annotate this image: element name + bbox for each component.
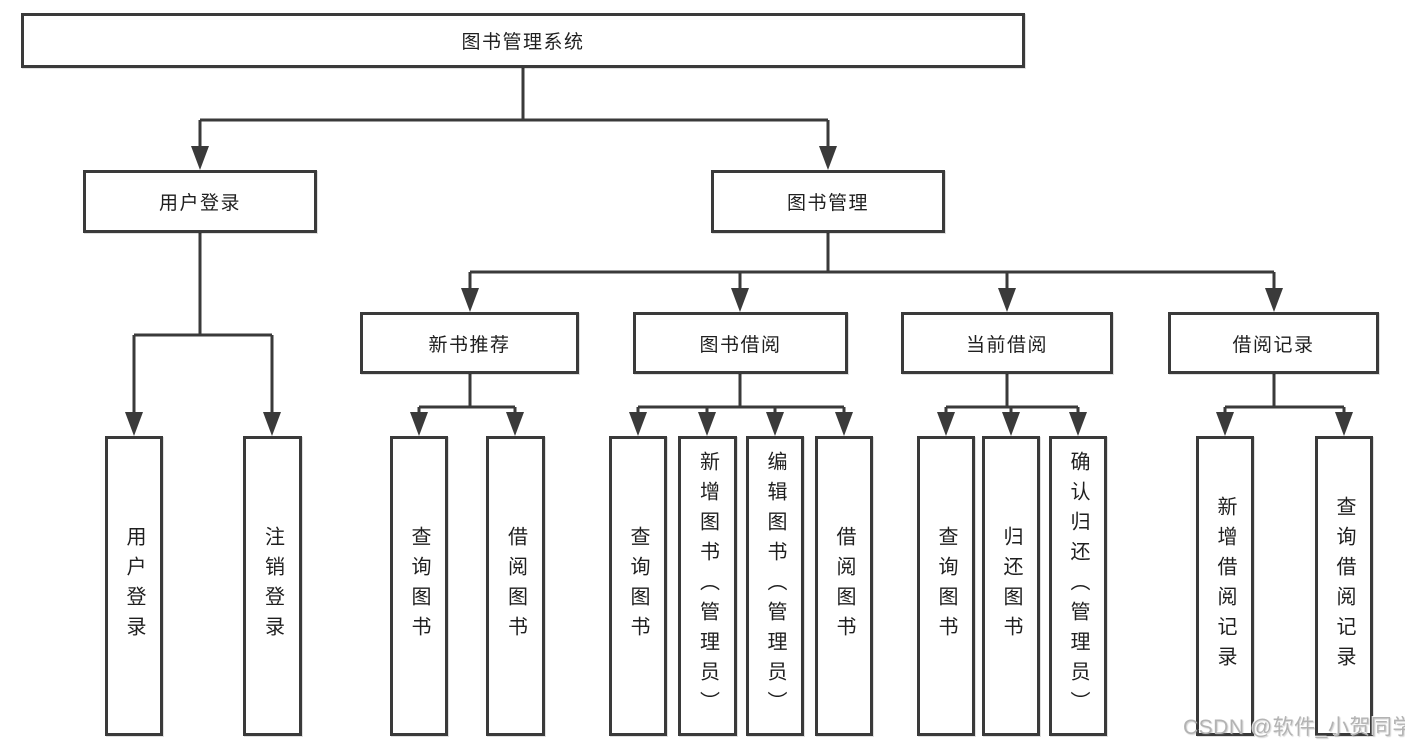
leaf-confirm-return-admin: 确认归还（管理员） <box>1049 436 1107 736</box>
leaf-user-login: 用户登录 <box>105 436 163 736</box>
arrow-icon <box>1216 412 1234 436</box>
node-label: 用户登录 <box>158 193 241 214</box>
node-current-borrowing: 当前借阅 <box>901 312 1113 374</box>
arrow-icon <box>410 412 428 436</box>
node-user-login: 用户登录 <box>83 170 317 233</box>
arrow-icon <box>1069 412 1087 436</box>
arrow-icon <box>125 412 143 436</box>
leaf-query-borrow-record: 查询借阅记录 <box>1315 436 1373 736</box>
node-label: 当前借阅 <box>965 334 1048 356</box>
node-label: 新增图书（管理员） <box>696 451 719 721</box>
node-label: 查询借阅记录 <box>1333 496 1355 676</box>
leaf-add-borrow-record: 新增借阅记录 <box>1196 436 1254 736</box>
node-label: 借阅图书 <box>504 526 527 646</box>
node-borrowing-records: 借阅记录 <box>1168 312 1379 374</box>
leaf-return-books: 归还图书 <box>982 436 1040 736</box>
node-label: 图书管理 <box>786 193 869 214</box>
connector-current-borrowing <box>944 374 1080 415</box>
connector-root <box>198 68 830 150</box>
node-label: 借阅图书 <box>833 526 855 646</box>
arrow-icon <box>506 412 524 436</box>
arrow-icon <box>1265 288 1283 312</box>
arrow-icon <box>819 146 837 170</box>
leaf-query-books-recommend: 查询图书 <box>390 436 448 736</box>
connector-new-book-recommend <box>417 374 517 415</box>
leaf-query-books-borrowing: 查询图书 <box>609 436 667 736</box>
connector-user-login <box>132 233 274 414</box>
connector-book-borrowing <box>636 374 846 415</box>
node-label: 查询图书 <box>408 526 430 646</box>
watermark: CSDN @软件_小贺同学 <box>1183 716 1405 739</box>
node-book-borrowing: 图书借阅 <box>633 312 848 374</box>
arrow-icon <box>1002 412 1020 436</box>
node-label: 用户登录 <box>123 526 145 646</box>
arrow-icon <box>1335 412 1353 436</box>
leaf-borrow-books-borrowing: 借阅图书 <box>815 436 873 736</box>
arrow-icon <box>998 288 1016 312</box>
connector-book-management <box>468 233 1276 291</box>
node-label: 图书管理系统 <box>461 32 585 53</box>
arrow-icon <box>698 412 716 436</box>
leaf-logout: 注销登录 <box>243 436 302 736</box>
arrow-icon <box>191 146 209 170</box>
leaf-borrow-books-recommend: 借阅图书 <box>486 436 545 736</box>
node-label: 归还图书 <box>1000 526 1022 646</box>
node-label: 新增借阅记录 <box>1214 496 1236 676</box>
node-label: 借阅记录 <box>1232 334 1315 356</box>
node-label: 查询图书 <box>627 526 649 646</box>
arrow-icon <box>835 412 853 436</box>
arrow-icon <box>461 288 479 312</box>
node-library-management-system: 图书管理系统 <box>21 13 1025 68</box>
connector-borrowing-records <box>1223 374 1346 415</box>
node-label: 新书推荐 <box>428 334 511 356</box>
arrow-icon <box>937 412 955 436</box>
arrow-icon <box>766 412 784 436</box>
arrow-icon <box>731 288 749 312</box>
leaf-query-books-current: 查询图书 <box>917 436 975 736</box>
node-book-management: 图书管理 <box>711 170 945 233</box>
leaf-edit-book-admin: 编辑图书（管理员） <box>746 436 804 736</box>
arrowheads <box>125 146 1353 436</box>
node-label: 确认归还（管理员） <box>1067 451 1089 721</box>
arrow-icon <box>263 412 281 436</box>
node-label: 编辑图书（管理员） <box>764 451 786 721</box>
leaf-add-book-admin: 新增图书（管理员） <box>678 436 737 736</box>
node-label: 注销登录 <box>261 526 284 646</box>
node-label: 查询图书 <box>935 526 957 646</box>
arrow-icon <box>629 412 647 436</box>
node-new-book-recommend: 新书推荐 <box>360 312 579 374</box>
node-label: 图书借阅 <box>699 334 782 356</box>
